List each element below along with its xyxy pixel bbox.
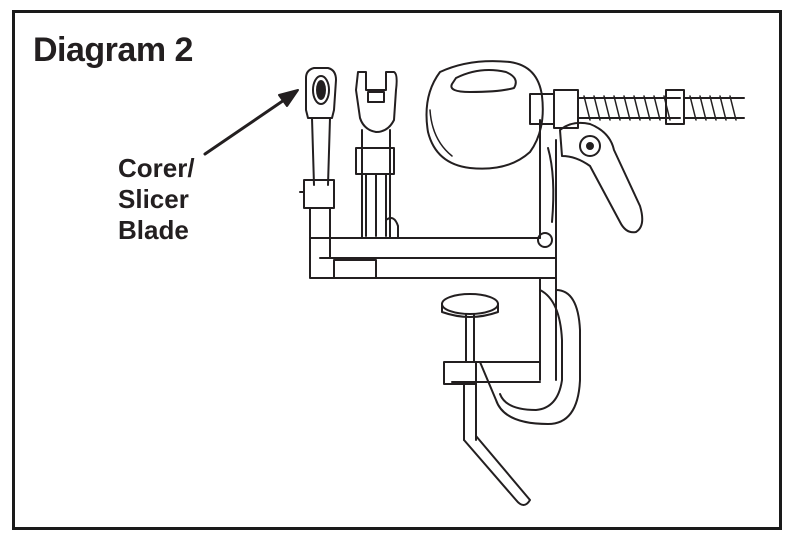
- apple-holder-fork: [355, 71, 399, 239]
- threaded-rod: [529, 89, 745, 129]
- apple-icon: [425, 60, 544, 170]
- callout-label: Corer/ Slicer Blade: [118, 153, 195, 246]
- diagram-title: Diagram 2: [33, 31, 193, 69]
- arrow-icon: [203, 89, 299, 156]
- table-clamp: [441, 289, 581, 506]
- peeler-arm: [537, 121, 644, 248]
- callout-line-2: Slicer: [118, 184, 189, 214]
- callout-line-1: Corer/: [118, 153, 195, 183]
- corer-slicer-blade: [299, 67, 337, 259]
- callout-line-3: Blade: [118, 215, 189, 245]
